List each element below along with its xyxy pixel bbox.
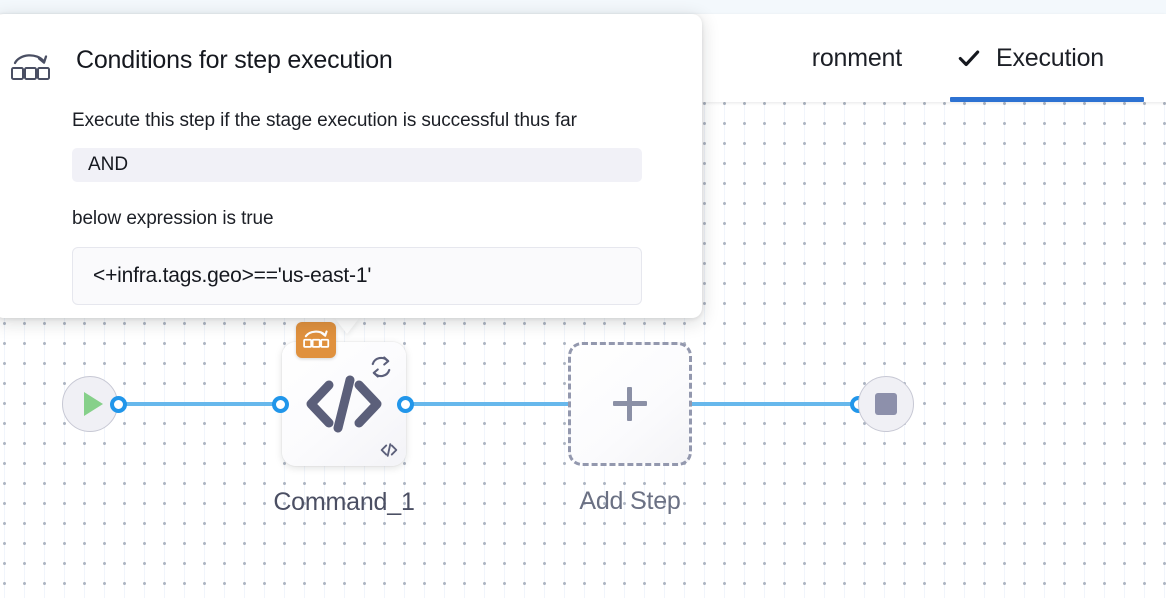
code-icon-small — [378, 439, 400, 461]
add-step-label: Add Step — [579, 487, 681, 515]
code-icon — [282, 342, 406, 466]
stop-icon — [875, 393, 897, 415]
edge-start-to-command — [112, 402, 290, 406]
end-node[interactable] — [858, 376, 914, 432]
start-node[interactable] — [62, 376, 118, 432]
edge-command-to-addstep — [398, 402, 578, 406]
command-node-input-port[interactable] — [272, 396, 289, 413]
tab-execution[interactable]: Execution — [928, 14, 1166, 102]
tab-active-underline — [950, 97, 1144, 102]
retry-loop-icon[interactable] — [366, 352, 396, 382]
condition-expression-input[interactable]: <+infra.tags.geo>=='us-east-1' — [72, 247, 642, 305]
command-node-output-port[interactable] — [397, 396, 414, 413]
conditional-execution-popover: Conditions for step execution Execute th… — [0, 14, 702, 318]
loop-over-items-badge[interactable] — [296, 322, 336, 358]
condition-description-line1: Execute this step if the stage execution… — [72, 110, 577, 131]
popover-body: Execute this step if the stage execution… — [8, 110, 664, 305]
plus-icon — [613, 387, 647, 421]
edge-addstep-to-end — [684, 402, 866, 406]
condition-operator-select[interactable]: AND — [72, 148, 642, 182]
tab-environment-label: ronment — [811, 43, 903, 72]
tab-execution-label: Execution — [996, 43, 1104, 72]
start-node-output-port[interactable] — [110, 396, 127, 413]
add-step-node[interactable] — [568, 342, 692, 466]
popover-header: Conditions for step execution — [8, 40, 664, 84]
play-icon — [83, 392, 103, 416]
loop-over-items-icon — [301, 325, 331, 356]
command-node-label: Command_1 — [273, 488, 415, 516]
tab-environment[interactable]: ronment — [782, 14, 928, 102]
popover-title: Conditions for step execution — [76, 46, 393, 74]
canvas-top-band — [0, 0, 1166, 14]
check-icon — [956, 45, 982, 71]
popover-tail — [334, 317, 360, 334]
command-step-node[interactable] — [282, 322, 406, 466]
condition-description-line2: below expression is true — [72, 208, 274, 229]
loop-over-items-icon — [8, 48, 52, 84]
